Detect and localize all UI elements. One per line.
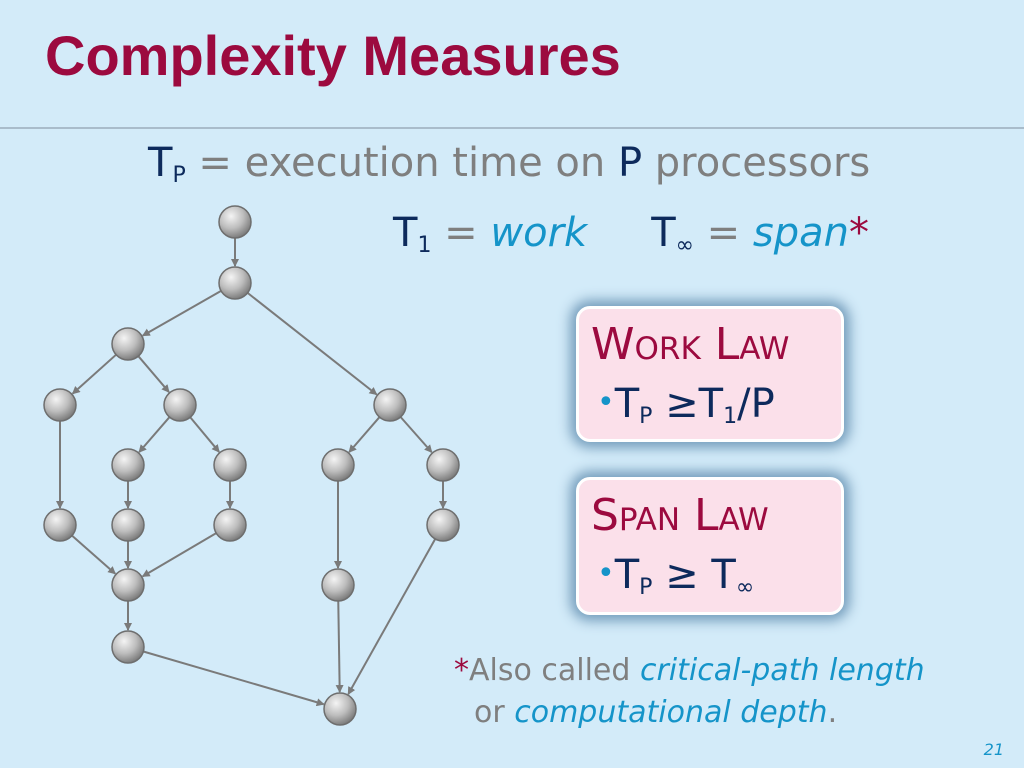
tinf-equals: = <box>693 210 753 256</box>
footnote-text1: Also called <box>469 653 640 688</box>
span-law-formula: •TP ≥ T∞ <box>597 552 754 600</box>
dag-node <box>43 508 77 542</box>
work-law-formula: •TP ≥T1/P <box>597 381 775 429</box>
dag-node <box>111 630 145 664</box>
dag-node <box>321 448 355 482</box>
t1-symbol: T <box>393 210 418 256</box>
work-law-box: Work Law •TP ≥T1/P <box>576 306 844 442</box>
slide-title: Complexity Measures <box>45 24 621 87</box>
dag-edge <box>71 353 117 395</box>
dag-edge <box>189 416 220 453</box>
dag-edge <box>335 600 344 694</box>
dag-node <box>373 388 407 422</box>
span-law-rel: ≥ T <box>652 552 736 598</box>
footnote-term1: critical-path length <box>639 653 925 688</box>
dag-edge <box>347 538 437 696</box>
work-law-rest: /P <box>737 381 775 427</box>
dag-node <box>111 508 145 542</box>
footnote-asterisk: * <box>454 653 469 688</box>
work-law-t1-sub: 1 <box>723 404 738 429</box>
dag-node <box>111 327 145 361</box>
footnote: *Also called critical-path length or com… <box>454 650 925 734</box>
dag-node <box>323 692 357 726</box>
dag-edge <box>143 650 325 707</box>
footnote-term2: computational depth <box>514 695 828 730</box>
dag-edge <box>399 416 433 454</box>
tp-p: P <box>617 140 643 186</box>
dag-node <box>163 388 197 422</box>
span-law-heading: Span Law <box>591 490 769 541</box>
dag-edge <box>246 292 378 396</box>
tp-subscript: P <box>172 163 186 188</box>
dag-node <box>321 568 355 602</box>
span-law-tp-sub: P <box>639 575 653 600</box>
dag-edge <box>71 534 117 575</box>
work-law-bullet: • <box>597 385 615 420</box>
work-law-rel: ≥T <box>652 381 724 427</box>
dag-node <box>426 508 460 542</box>
t1-subscript: 1 <box>417 233 432 258</box>
dag-node <box>213 508 247 542</box>
dag-node <box>213 448 247 482</box>
dag-nodes <box>43 205 460 726</box>
span-law-bullet: • <box>597 556 615 591</box>
dag-node <box>111 568 145 602</box>
work-law-tp-sub: P <box>639 404 653 429</box>
tp-symbol: T <box>148 140 173 186</box>
tp-rest: processors <box>642 140 871 186</box>
t1-equals: = <box>431 210 491 256</box>
work-law-tp: T <box>614 381 640 427</box>
dag-node <box>111 448 145 482</box>
dag-edge <box>348 416 381 453</box>
dag-edge <box>141 290 222 337</box>
footnote-end: . <box>827 695 838 730</box>
dag-edge <box>137 355 170 393</box>
work-term: work <box>490 210 588 256</box>
span-asterisk: * <box>849 210 869 256</box>
tinf-subscript: ∞ <box>675 233 694 258</box>
dag-node <box>218 205 252 239</box>
dag-edge <box>141 532 217 578</box>
dag-node <box>43 388 77 422</box>
title-divider <box>0 127 1024 129</box>
tp-text: execution time on <box>244 140 618 186</box>
span-term: span <box>752 210 849 256</box>
definition-tp: TP = execution time on P processors <box>148 140 870 188</box>
work-law-heading: Work Law <box>591 319 790 370</box>
footnote-text2: or <box>474 695 515 730</box>
dag-node <box>426 448 460 482</box>
dag-edge <box>138 416 171 453</box>
span-law-tp: T <box>614 552 640 598</box>
span-law-tinf-sub: ∞ <box>735 575 755 600</box>
tinf-symbol: T <box>651 210 676 256</box>
dag-node <box>218 266 252 300</box>
page-number: 21 <box>983 740 1004 759</box>
dag-edges <box>56 238 447 707</box>
tp-equals: = <box>185 140 245 186</box>
span-law-box: Span Law •TP ≥ T∞ <box>576 477 844 615</box>
